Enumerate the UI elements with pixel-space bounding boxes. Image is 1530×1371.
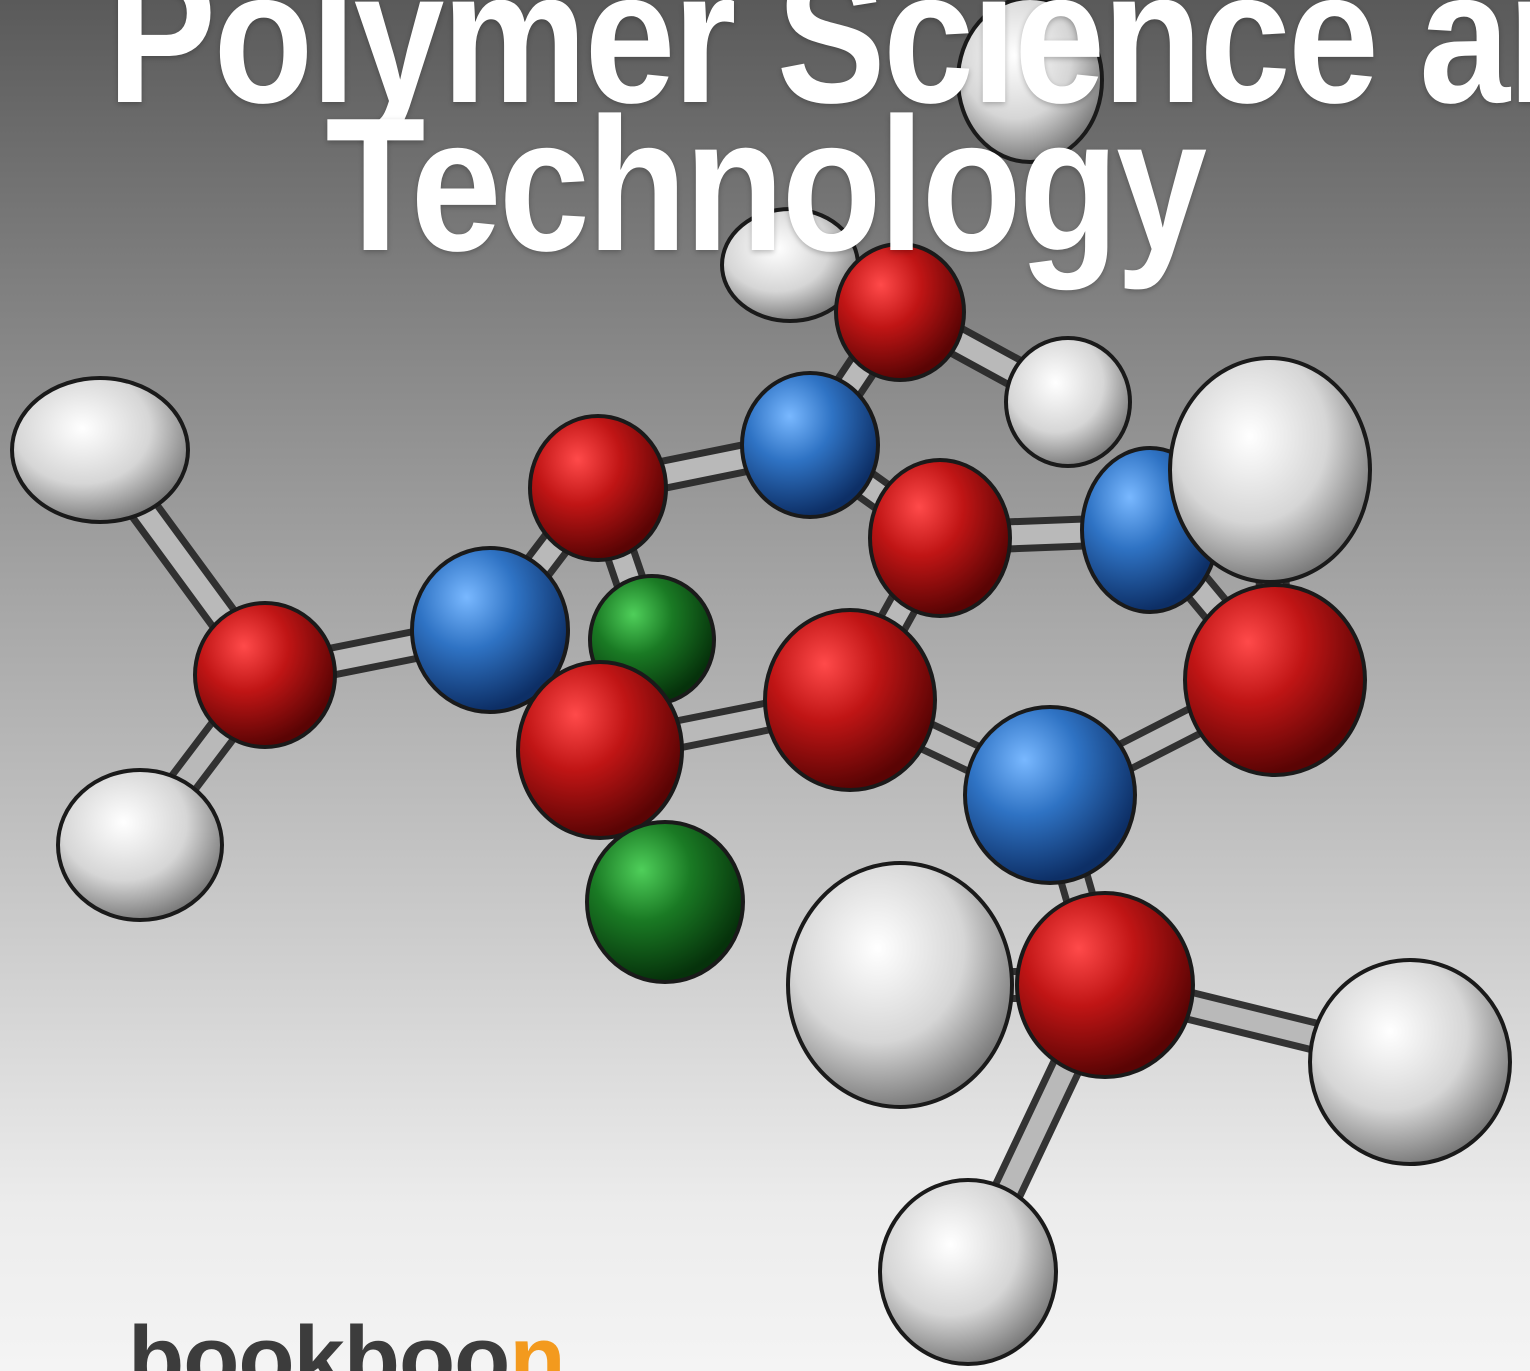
cover-title-line-2: Technology: [325, 79, 1208, 291]
publisher-logo: bookboon: [128, 1313, 566, 1371]
hydrogen-atom: [878, 1178, 1058, 1366]
hydrogen-atom: [1168, 356, 1372, 584]
publisher-logo-accent: n: [509, 1308, 565, 1371]
oxygen-atom: [834, 242, 966, 382]
hydrogen-atom: [1308, 958, 1512, 1166]
oxygen-atom: [1015, 891, 1195, 1079]
oxygen-atom: [516, 660, 684, 840]
oxygen-atom: [1183, 583, 1367, 777]
hydrogen-atom: [1004, 336, 1132, 468]
molecule-atoms: [10, 0, 1512, 1366]
oxygen-atom: [868, 458, 1012, 618]
publisher-logo-main: bookboo: [128, 1308, 510, 1371]
nitrogen-atom: [963, 705, 1137, 885]
hydrogen-atom: [10, 376, 190, 524]
hydrogen-atom: [956, 0, 1104, 164]
cover-title-line-1: Polymer Science and: [107, 0, 1530, 143]
nitrogen-atom: [740, 371, 880, 519]
oxygen-atom: [763, 608, 937, 792]
hydrogen-atom: [56, 768, 224, 922]
oxygen-atom: [528, 414, 668, 562]
nitrogen-atom: [410, 546, 570, 714]
oxygen-atom: [193, 601, 337, 749]
chlorine-atom: [585, 820, 745, 984]
hydrogen-atom: [786, 861, 1014, 1109]
